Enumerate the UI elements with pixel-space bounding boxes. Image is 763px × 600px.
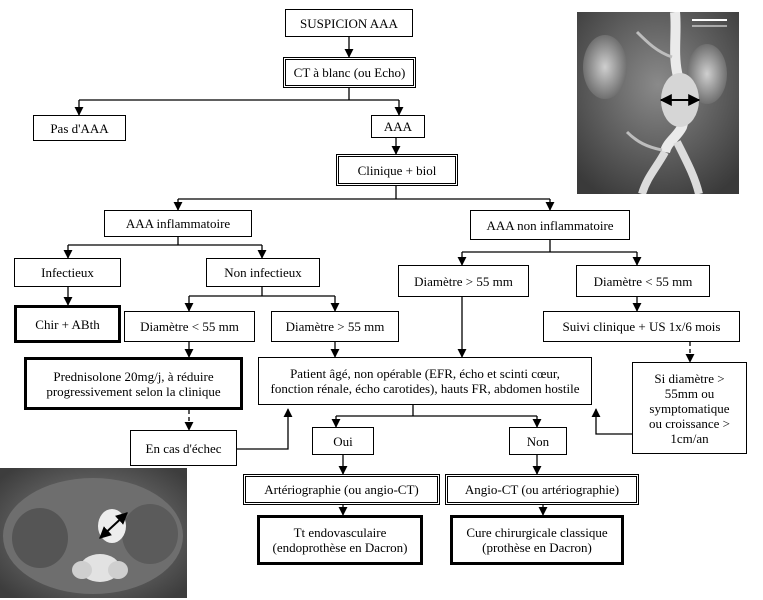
chir-abth-node: Chir + ABth [14, 305, 121, 343]
aaa-inflammatoire-label: AAA inflammatoire [125, 216, 231, 231]
aaa-node: AAA [371, 115, 425, 138]
tt-endovasculaire-label: Tt endovasculaire (endoprothèse en Dacro… [272, 525, 408, 555]
clinique-biol-node: Clinique + biol [336, 154, 458, 186]
diametre-sup-55-left-node: Diamètre > 55 mm [271, 311, 399, 342]
angio-ct-node: Angio-CT (ou artériographie) [445, 474, 639, 505]
ct-axial-image [0, 468, 187, 598]
aaa-inflammatoire-node: AAA inflammatoire [104, 210, 252, 237]
oui-label: Oui [333, 433, 353, 449]
ct-angiography-drawing [577, 12, 739, 194]
aaa-label: AAA [383, 119, 413, 134]
arteriographie-label: Artériographie (ou angio-CT) [264, 482, 419, 497]
ct-a-blanc-label: CT à blanc (ou Echo) [293, 65, 406, 80]
suivi-clinique-node: Suivi clinique + US 1x/6 mois [543, 311, 740, 342]
si-diametre-label: Si diamètre > 55mm ou symptomatique ou c… [649, 370, 730, 446]
en-cas-d-echec-node: En cas d'échec [130, 430, 237, 466]
diametre-sup-55-right-node: Diamètre > 55 mm [398, 265, 529, 297]
prednisolone-label: Prednisolone 20mg/j, à réduire progressi… [46, 368, 221, 399]
tt-endovasculaire-node: Tt endovasculaire (endoprothèse en Dacro… [257, 515, 423, 565]
infectieux-label: Infectieux [41, 265, 94, 280]
diametre-sup-55-left-label: Diamètre > 55 mm [285, 319, 385, 334]
suivi-clinique-label: Suivi clinique + US 1x/6 mois [562, 319, 721, 334]
pas-d-aaa-node: Pas d'AAA [33, 115, 126, 141]
patient-age-label: Patient âgé, non opérable (EFR, écho et … [270, 366, 580, 396]
chir-abth-label: Chir + ABth [35, 316, 100, 332]
prednisolone-node: Prednisolone 20mg/j, à réduire progressi… [24, 357, 243, 410]
si-diametre-node: Si diamètre > 55mm ou symptomatique ou c… [632, 362, 747, 454]
aaa-non-inflammatoire-node: AAA non inflammatoire [470, 210, 630, 240]
non-infectieux-node: Non infectieux [206, 258, 320, 287]
diametre-inf-55-left-label: Diamètre < 55 mm [140, 319, 239, 334]
pas-d-aaa-label: Pas d'AAA [50, 120, 109, 136]
en-cas-d-echec-label: En cas d'échec [145, 440, 222, 456]
angio-ct-label: Angio-CT (ou artériographie) [464, 482, 620, 497]
ct-angiography-image [577, 12, 739, 194]
diametre-inf-55-right-label: Diamètre < 55 mm [593, 273, 693, 289]
patient-age-node: Patient âgé, non opérable (EFR, écho et … [258, 357, 592, 405]
ct-a-blanc-node: CT à blanc (ou Echo) [283, 57, 416, 88]
diametre-sup-55-right-label: Diamètre > 55 mm [414, 273, 513, 289]
ct-axial-drawing [0, 468, 187, 598]
suspicion-label: SUSPICION AAA [300, 15, 398, 31]
suspicion-aaa-node: SUSPICION AAA [285, 9, 413, 37]
oui-node: Oui [312, 427, 374, 455]
non-label: Non [526, 433, 550, 449]
non-node: Non [509, 427, 567, 455]
clinique-biol-label: Clinique + biol [357, 162, 437, 178]
infectieux-node: Infectieux [14, 258, 121, 287]
non-infectieux-label: Non infectieux [224, 265, 302, 280]
arteriographie-node: Artériographie (ou angio-CT) [243, 474, 440, 505]
diametre-inf-55-left-node: Diamètre < 55 mm [124, 311, 255, 342]
diametre-inf-55-right-node: Diamètre < 55 mm [576, 265, 710, 297]
aaa-non-inflammatoire-label: AAA non inflammatoire [486, 217, 614, 233]
cure-chirurgicale-node: Cure chirurgicale classique (prothèse en… [450, 515, 624, 565]
cure-chirurgicale-label: Cure chirurgicale classique (prothèse en… [466, 525, 608, 555]
